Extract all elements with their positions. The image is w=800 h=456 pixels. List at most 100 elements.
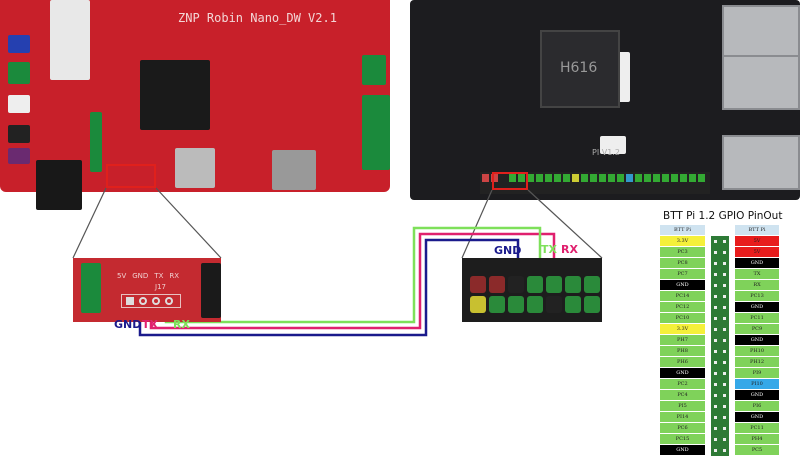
board-model: PI V1.2 (592, 148, 620, 157)
gpio-pin (572, 174, 579, 182)
pin-gnd (139, 297, 147, 305)
label-rx-right: RX (561, 243, 578, 256)
header-pin-pair (711, 412, 729, 423)
silk-tx: TX (154, 272, 164, 280)
header-pin-pair (711, 423, 729, 434)
label-gnd-left: GND (114, 318, 142, 331)
label-tx-left: TX (142, 318, 158, 331)
zoomed-pin (584, 276, 600, 293)
pin-label-left: 3.3V (660, 324, 705, 335)
pin-label-right: 5V (735, 247, 779, 258)
pin-tx (152, 297, 160, 305)
header-pin-pair (711, 280, 729, 291)
pin-label-left: PC8 (660, 258, 705, 269)
pin-5v (126, 297, 134, 305)
pin-label-right: PC11 (735, 313, 779, 324)
pin-label-left: PC15 (660, 434, 705, 445)
pin-label-right: TX (735, 269, 779, 280)
header-pin-pair (711, 346, 729, 357)
gpio-pin (698, 174, 705, 182)
pin-label-right: PC11 (735, 423, 779, 434)
pin-label-left: PC3 (660, 247, 705, 258)
j17-zoom-inset: 5V GND TX RX J17 (73, 258, 221, 322)
header-pin-pair (711, 236, 729, 247)
gpio-pin (599, 174, 606, 182)
gpio-pin (653, 174, 660, 182)
pin-label-right: PI10 (735, 379, 779, 390)
header-pin-pair (711, 324, 729, 335)
pinout-row: 3.3V PC9 (660, 324, 790, 335)
silk-rx: RX (169, 272, 180, 280)
zoomed-pin (508, 276, 524, 293)
pin-label-left: PI14 (660, 412, 705, 423)
header-pin-pair (711, 434, 729, 445)
zoomed-pin (565, 276, 581, 293)
pin-label-left: PC14 (660, 291, 705, 302)
gpio-pin (554, 174, 561, 182)
pin-label-left: PH8 (660, 346, 705, 357)
silk-gnd: GND (132, 272, 149, 280)
pinout-row: PC3 5V (660, 247, 790, 258)
pin-label-right: PC13 (735, 291, 779, 302)
gpio-pin (626, 174, 633, 182)
pin-label-right: PC9 (735, 324, 779, 335)
pin-label-left: PC12 (660, 302, 705, 313)
header-pin-pair (711, 379, 729, 390)
pin-label-right: RX (735, 280, 779, 291)
pinout-header-left: BTT Pi (660, 225, 705, 236)
soc-label: H616 (560, 60, 598, 76)
pin-label-left: PH6 (660, 357, 705, 368)
gpio-pin (644, 174, 651, 182)
gpio-pin (509, 174, 516, 182)
header-pin-pair (711, 247, 729, 258)
header-pin-pair (711, 313, 729, 324)
pinout-row: 3.3V 5V (660, 236, 790, 247)
pin-label-left: PH7 (660, 335, 705, 346)
pinout-header-right: BTT Pi (735, 225, 779, 236)
gpio-header (480, 172, 710, 194)
pin-label-left: PC10 (660, 313, 705, 324)
zoomed-pin (489, 296, 505, 313)
gpio-pin (527, 174, 534, 182)
zoomed-pin (527, 276, 543, 293)
pin-label-left: 3.3V (660, 236, 705, 247)
pinout-row: PC10 PC11 (660, 313, 790, 324)
gpio-pin (581, 174, 588, 182)
gpio-pin (635, 174, 642, 182)
gpio-pin (680, 174, 687, 182)
gpio-pin (518, 174, 525, 182)
label-gnd-right: GND (494, 244, 522, 257)
header-pin-pair (711, 390, 729, 401)
gpio-pin (545, 174, 552, 182)
pinout-title: BTT Pi 1.2 GPIO PinOut (663, 210, 783, 222)
pinout-row: PI5 PI6 (660, 401, 790, 412)
pin-label-left: PC6 (660, 423, 705, 434)
pin-label-right: GND (735, 390, 779, 401)
highlight-box-uart (492, 172, 528, 190)
gpio-pin (536, 174, 543, 182)
pin-label-right: GND (735, 258, 779, 269)
zoomed-pin (546, 296, 562, 313)
pin-label-right: PI6 (735, 401, 779, 412)
zoomed-pin (546, 276, 562, 293)
zoom-line (155, 187, 222, 259)
pin-label-right: PI9 (735, 368, 779, 379)
pinout-row: PC14 PC13 (660, 291, 790, 302)
gpio-pin (491, 174, 498, 182)
pin-label-right: 5V (735, 236, 779, 247)
pin-label-right: PH10 (735, 346, 779, 357)
zoomed-pin (508, 296, 524, 313)
pin-label-left: PI5 (660, 401, 705, 412)
header-pin-pair (711, 302, 729, 313)
label-tx-right: TX (541, 243, 557, 256)
header-pin-pair (711, 335, 729, 346)
zoomed-pin (470, 296, 486, 313)
board-title: ZNP Robin Nano_DW V2.1 (178, 11, 337, 25)
label-rx-left: RX (173, 318, 190, 331)
usb-port (722, 135, 800, 190)
soc-chip (540, 30, 620, 108)
